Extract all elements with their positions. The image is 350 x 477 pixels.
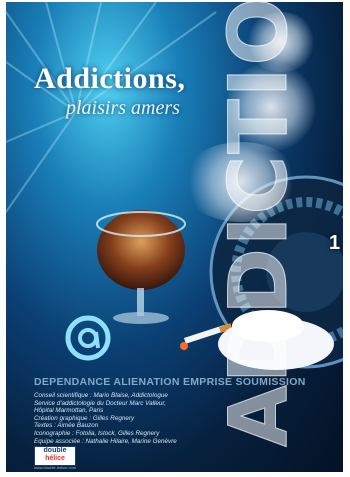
credit-line: Hôpital Marmottan, Paris [34,407,104,415]
cigarette [180,323,233,350]
credit-line: Création graphique : Gilles Regnery [34,414,135,422]
book-cover: Addictions, plaisirs amers ADDICTIONS 1 … [6,2,343,472]
at-sign-icon [65,315,111,361]
smoke [181,142,301,222]
credit-line: Iconographie : Fotolia, Istock, Gilles R… [34,429,160,437]
cover-title: Addictions, [34,62,186,95]
cover-subtitle: plaisirs amers [66,97,180,119]
keywords-line: DEPENDANCE ALIENATION EMPRISE SOUMISSION [34,376,306,388]
smoke [246,12,316,72]
publisher-url: www.double-helice.com [34,465,77,470]
credit-line: Equipe associée : Nathalie Hilaire, Mari… [34,437,177,445]
publisher-logo: double hélice [34,446,76,466]
publisher-logo-top: double [43,447,67,454]
credits-block: Conseil scientifique : Mario Blaise, Add… [34,392,177,445]
credit-line: Service d'addictologie du Docteur Marc V… [34,399,166,407]
credit-line: Textes : Aimée Bauzon [34,422,99,430]
publisher-logo-bottom: hélice [45,455,65,462]
light-rays-background [6,2,343,370]
volume-number: 1 [329,232,341,254]
credit-line: Conseil scientifique : Mario Blaise, Add… [34,392,168,399]
smoke [226,62,316,152]
brandy-glass [96,210,186,324]
white-powder [218,310,334,370]
